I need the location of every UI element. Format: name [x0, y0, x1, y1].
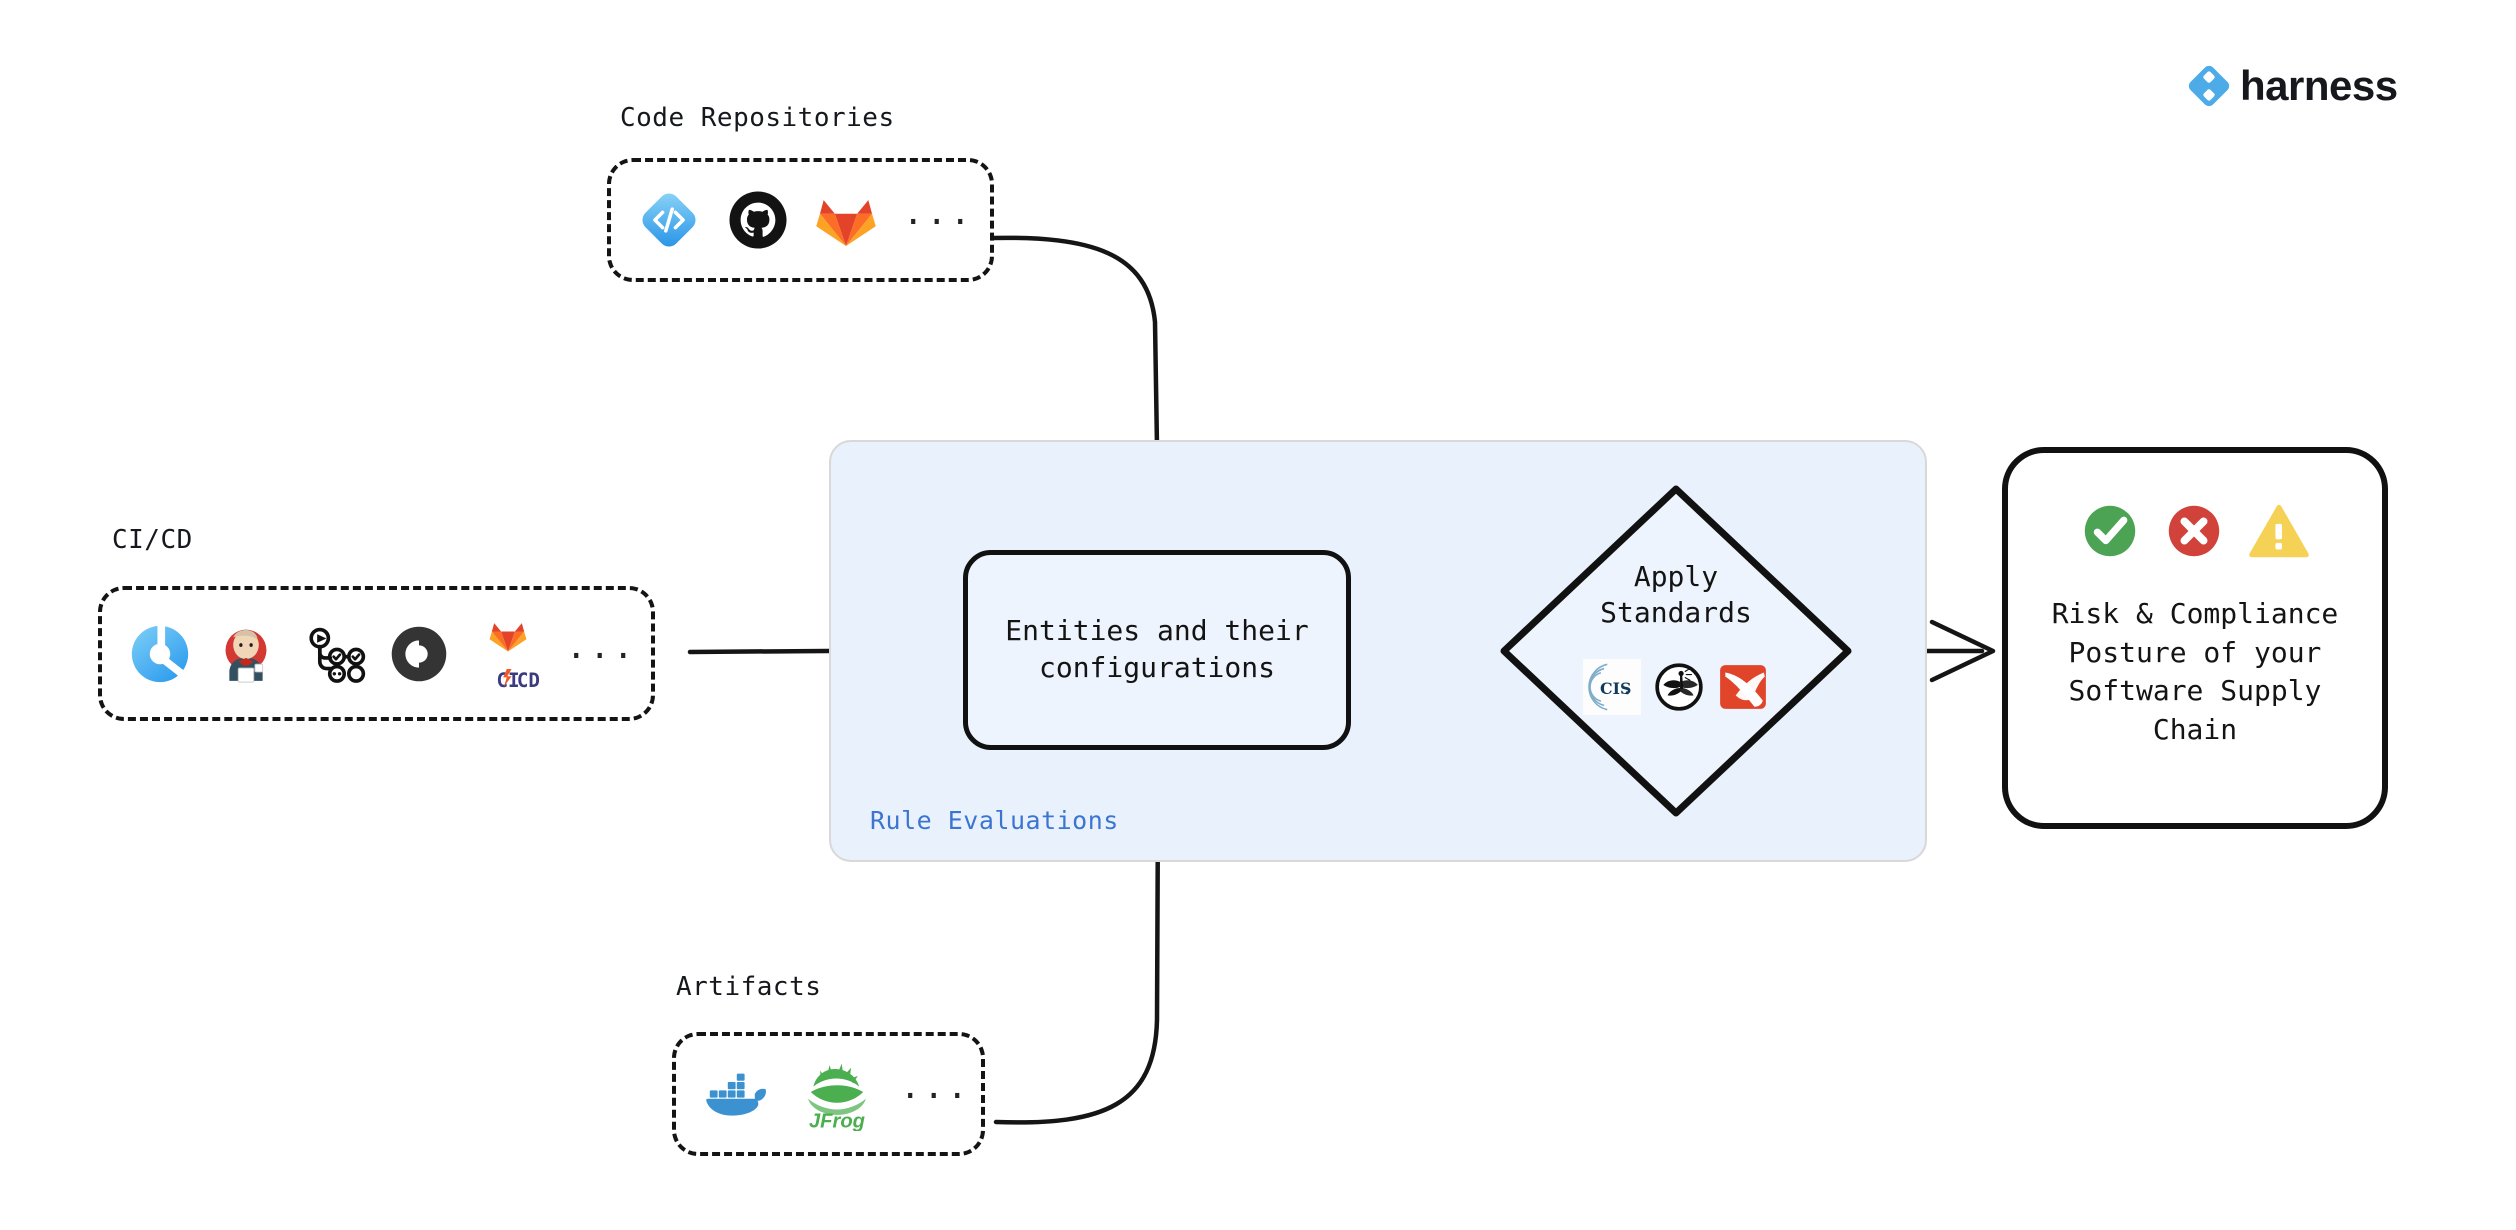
harness-diamond-icon	[2188, 65, 2230, 107]
check-circle-icon	[2080, 501, 2140, 561]
jfrog-icon: JFrog	[800, 1057, 874, 1131]
entities-node[interactable]: Entities and their configurations	[963, 550, 1351, 750]
svg-text:JFrog: JFrog	[809, 1111, 865, 1131]
code-repositories-more-dots: ...	[903, 193, 974, 233]
svg-text:CIS: CIS	[1600, 679, 1631, 698]
group-label-ci-cd: CI/CD	[112, 525, 193, 555]
harness-logo: harness	[2188, 62, 2398, 110]
source-group-code-repositories[interactable]: ...	[607, 158, 994, 282]
harness-wordmark: harness	[2240, 62, 2398, 109]
outcome-node[interactable]: Risk & Compliance Posture of your Softwa…	[2002, 447, 2388, 829]
outcome-label: Risk & Compliance Posture of your Softwa…	[2051, 597, 2339, 746]
gitlab-icon	[815, 189, 877, 251]
apply-standards-node[interactable]: Apply Standards CIS	[1496, 481, 1856, 821]
docker-icon	[702, 1063, 774, 1125]
apply-standards-diamond-shape	[1500, 485, 1852, 817]
source-group-artifacts[interactable]: JFrog ...	[672, 1032, 985, 1156]
jenkins-icon	[214, 622, 278, 686]
gitlab-cicd-icon: CI CD	[472, 615, 544, 693]
source-group-ci-cd[interactable]: CI CD ...	[98, 586, 655, 721]
svg-text:CD: CD	[517, 669, 540, 692]
github-icon	[727, 189, 789, 251]
ci-cd-more-dots: ...	[566, 626, 637, 667]
group-label-code-repositories: Code Repositories	[620, 103, 895, 133]
slsa-icon	[1717, 661, 1769, 713]
github-actions-icon	[300, 621, 366, 687]
owasp-dragonfly-icon	[1653, 661, 1705, 713]
apply-standards-logos: CIS	[1496, 659, 1856, 715]
circleci-icon	[388, 623, 450, 685]
bitbucket-code-icon	[637, 188, 701, 252]
apply-standards-label: Apply Standards	[1600, 560, 1752, 630]
entities-node-label: Entities and their configurations	[1005, 614, 1309, 684]
harness-ci-icon	[128, 622, 192, 686]
group-label-artifacts: Artifacts	[676, 972, 822, 1002]
rule-evaluations-label: Rule Evaluations	[870, 806, 1119, 835]
warning-triangle-icon	[2248, 502, 2310, 560]
outcome-status-icons	[2080, 501, 2310, 561]
x-circle-icon	[2164, 501, 2224, 561]
artifacts-more-dots: ...	[900, 1067, 971, 1107]
cis-icon: CIS	[1583, 659, 1641, 715]
